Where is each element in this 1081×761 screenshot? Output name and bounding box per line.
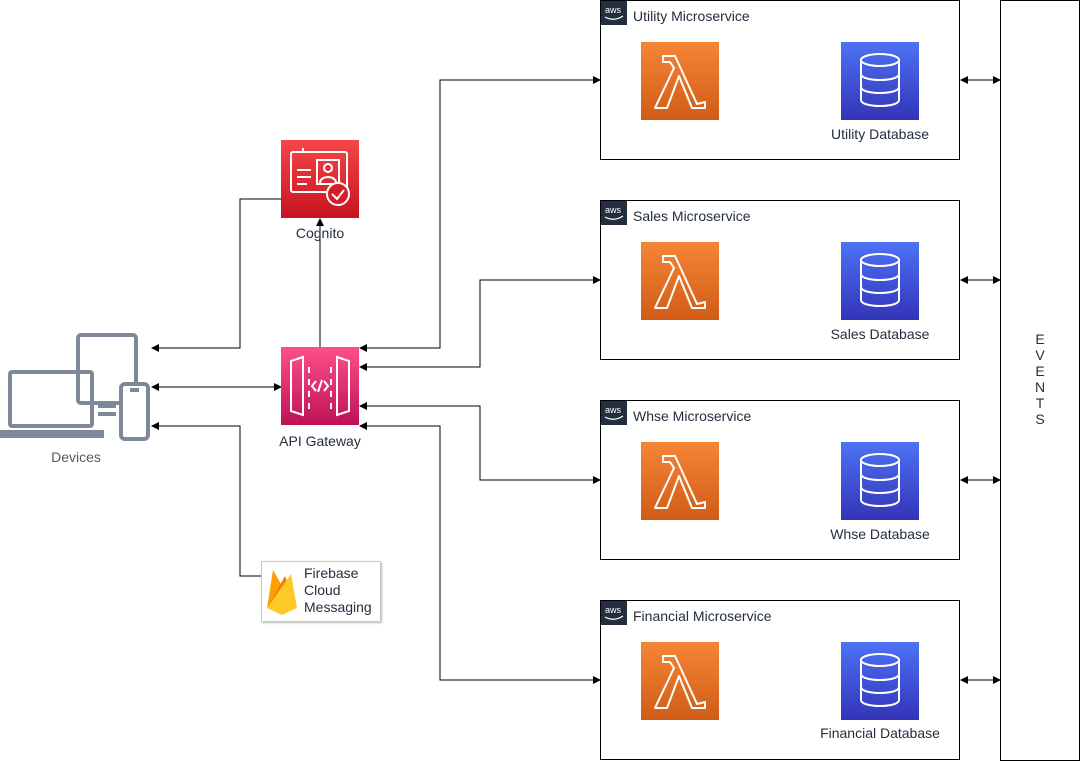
fcm-label-line2: Cloud bbox=[304, 582, 341, 598]
events-letter: S bbox=[1035, 411, 1045, 427]
cognito-icon bbox=[281, 140, 359, 218]
lambda-icon bbox=[641, 242, 719, 320]
events-letter: E bbox=[1035, 363, 1045, 379]
database-label: Whse Database bbox=[830, 526, 930, 542]
apigw-whse-arrow bbox=[359, 402, 601, 484]
database-icon bbox=[841, 442, 919, 520]
microservice-title: Financial Microservice bbox=[633, 608, 772, 624]
events-letter: E bbox=[1035, 331, 1045, 347]
cognito-label: Cognito bbox=[295, 225, 345, 241]
fcm-label: Firebase Cloud Messaging bbox=[304, 565, 372, 616]
aws-logo-icon: aws bbox=[601, 401, 627, 425]
events-label: E V E N T S bbox=[1001, 331, 1079, 427]
microservice-title: Sales Microservice bbox=[633, 208, 751, 224]
microservice-title: Utility Microservice bbox=[633, 8, 750, 24]
devices-icon bbox=[0, 333, 150, 441]
database-icon bbox=[841, 642, 919, 720]
cognito-to-devices-arrow bbox=[151, 198, 281, 352]
database-label: Sales Database bbox=[830, 326, 930, 342]
aws-logo-icon: aws bbox=[601, 1, 627, 25]
svg-text:aws: aws bbox=[605, 5, 622, 15]
devices-label: Devices bbox=[51, 449, 101, 465]
firebase-cloud-messaging: Firebase Cloud Messaging bbox=[261, 561, 381, 622]
firebase-icon bbox=[267, 570, 297, 615]
fcm-label-line3: Messaging bbox=[304, 599, 372, 615]
events-letter: T bbox=[1035, 395, 1045, 411]
events-letter: V bbox=[1035, 347, 1045, 363]
svg-text:aws: aws bbox=[605, 605, 622, 615]
api-gateway-icon bbox=[281, 347, 359, 425]
svg-text:aws: aws bbox=[605, 205, 622, 215]
fcm-label-line1: Firebase bbox=[304, 565, 359, 581]
apigw-financial-arrow bbox=[359, 422, 601, 684]
events-letter: N bbox=[1034, 379, 1046, 395]
apigw-sales-arrow bbox=[359, 276, 601, 371]
fcm-to-devices-arrow bbox=[151, 422, 261, 577]
lambda-icon bbox=[641, 642, 719, 720]
lambda-icon bbox=[641, 42, 719, 120]
api-gateway-label: API Gateway bbox=[279, 433, 361, 449]
database-icon bbox=[841, 42, 919, 120]
svg-text:aws: aws bbox=[605, 405, 622, 415]
events-bus: E V E N T S bbox=[1000, 0, 1080, 761]
aws-logo-icon: aws bbox=[601, 201, 627, 225]
database-label: Financial Database bbox=[820, 725, 940, 741]
aws-logo-icon: aws bbox=[601, 601, 627, 625]
lambda-icon bbox=[641, 442, 719, 520]
database-label: Utility Database bbox=[830, 126, 930, 142]
microservice-title: Whse Microservice bbox=[633, 408, 752, 424]
database-icon bbox=[841, 242, 919, 320]
